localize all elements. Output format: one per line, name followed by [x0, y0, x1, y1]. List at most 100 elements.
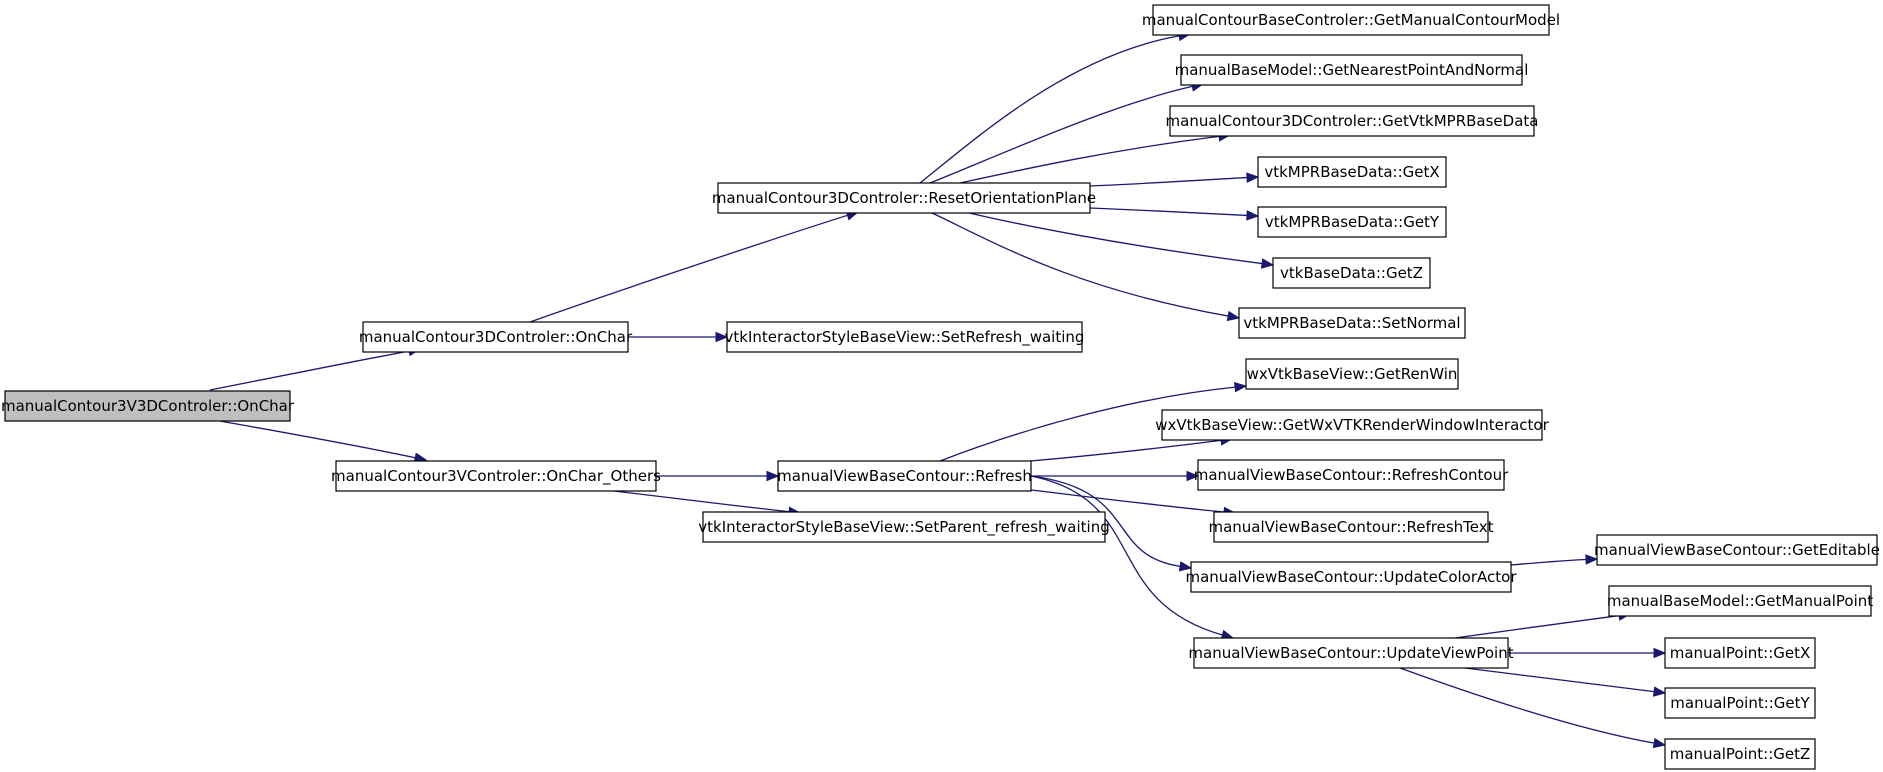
node-label: vtkBaseData::GetZ	[1280, 264, 1423, 282]
edge-refresh-to-viewpoint	[1030, 475, 1223, 636]
node-label: vtkMPRBaseData::SetNormal	[1243, 314, 1460, 332]
node-label: manualPoint::GetZ	[1670, 745, 1811, 763]
edge-viewpoint-to-manualpoint	[1454, 614, 1620, 639]
graph-node-colorActor[interactable]: manualViewBaseContour::UpdateColorActor	[1186, 561, 1518, 593]
node-label: manualViewBaseContour::UpdateColorActor	[1186, 568, 1518, 586]
arrowhead-icon	[1226, 310, 1241, 322]
edge-viewpoint-to-pz	[1399, 667, 1655, 744]
graph-node-resetplane[interactable]: manualContour3DControler::ResetOrientati…	[712, 182, 1096, 214]
node-box	[1180, 54, 1523, 86]
graph-node-wxinteractor[interactable]: wxVtkBaseView::GetWxVTKRenderWindowInter…	[1155, 409, 1550, 441]
edge-root-to-charothers	[219, 420, 416, 459]
graph-node-basez[interactable]: vtkBaseData::GetZ	[1272, 257, 1431, 289]
node-box	[777, 460, 1032, 492]
node-label: manualContour3V3DControler::OnChar	[1, 397, 295, 415]
node-label: manualContour3DControler::GetVtkMPRBaseD…	[1166, 112, 1539, 130]
arrowhead-icon	[1652, 686, 1667, 697]
edge-resetplane-to-mprx	[1089, 176, 1248, 187]
edge-resetplane-to-mpry	[1089, 207, 1248, 217]
node-label: manualContourBaseControler::GetManualCon…	[1142, 11, 1560, 29]
graph-node-setparent[interactable]: vtkInteractorStyleBaseView::SetParent_re…	[698, 511, 1110, 543]
node-box	[726, 321, 1083, 353]
edge-root-to-onchar3d	[209, 350, 410, 391]
edge-refresh-to-colorActor	[1030, 475, 1181, 567]
arrowhead-icon	[1653, 647, 1667, 659]
edge-onchar3d-to-resetplane	[529, 214, 848, 323]
node-label: manualViewBaseContour::RefreshContour	[1194, 466, 1509, 484]
node-box	[1193, 637, 1509, 669]
arrowhead-icon	[1186, 470, 1200, 482]
node-box	[1664, 738, 1816, 770]
node-label: wxVtkBaseView::GetRenWin	[1247, 365, 1458, 383]
graph-node-renwin[interactable]: wxVtkBaseView::GetRenWin	[1245, 358, 1459, 390]
arrowhead-icon	[1246, 172, 1260, 183]
graph-node-setnormal[interactable]: vtkMPRBaseData::SetNormal	[1238, 307, 1466, 339]
node-label: vtkMPRBaseData::GetX	[1264, 163, 1439, 181]
graph-node-refreshtext[interactable]: manualViewBaseContour::RefreshText	[1208, 511, 1494, 543]
node-label: manualViewBaseContour::UpdateViewPoint	[1188, 644, 1513, 662]
node-box	[1161, 409, 1543, 441]
node-label: manualBaseModel::GetNearestPointAndNorma…	[1175, 61, 1529, 79]
arrowhead-icon	[1234, 381, 1248, 393]
arrowhead-icon	[715, 331, 729, 343]
node-box	[1664, 637, 1816, 669]
graph-node-getmodel[interactable]: manualContourBaseControler::GetManualCon…	[1142, 4, 1560, 36]
node-box	[1238, 307, 1466, 339]
node-box	[1169, 105, 1535, 137]
node-layer: manualContour3V3DControler::OnCharmanual…	[1, 4, 1880, 770]
node-label: manualViewBaseContour::Refresh	[777, 467, 1032, 485]
node-box	[1213, 511, 1489, 543]
node-box	[1596, 534, 1878, 566]
node-box	[1257, 206, 1447, 238]
graph-node-viewpoint[interactable]: manualViewBaseContour::UpdateViewPoint	[1188, 637, 1514, 669]
node-label: manualContour3DControler::OnChar	[359, 328, 633, 346]
graph-node-editable[interactable]: manualViewBaseContour::GetEditable	[1594, 534, 1880, 566]
edge-resetplane-to-setnormal	[929, 211, 1229, 317]
graph-node-onchar3d[interactable]: manualContour3DControler::OnChar	[359, 321, 633, 353]
edge-layer	[209, 30, 1667, 749]
edge-resetplane-to-getmodel	[919, 35, 1180, 184]
node-box	[1608, 585, 1872, 617]
arrowhead-icon	[766, 470, 780, 482]
graph-node-mpry[interactable]: vtkMPRBaseData::GetY	[1257, 206, 1447, 238]
node-label: manualContour3VControler::OnChar_Others	[331, 467, 661, 486]
node-box	[1197, 459, 1505, 491]
graph-node-px[interactable]: manualPoint::GetX	[1664, 637, 1816, 669]
edge-resetplane-to-nearest	[929, 85, 1193, 184]
graph-node-setrefresh[interactable]: vtkInteractorStyleBaseView::SetRefresh_w…	[725, 321, 1085, 353]
node-label: manualPoint::GetY	[1670, 694, 1810, 712]
graph-node-manualpoint[interactable]: manualBaseModel::GetManualPoint	[1607, 585, 1873, 617]
node-box	[1245, 358, 1459, 390]
graph-node-root[interactable]: manualContour3V3DControler::OnChar	[1, 390, 295, 422]
graph-node-refresh[interactable]: manualViewBaseContour::Refresh	[777, 460, 1032, 492]
node-box	[702, 511, 1106, 543]
graph-node-charothers[interactable]: manualContour3VControler::OnChar_Others	[331, 460, 661, 492]
graph-node-pz[interactable]: manualPoint::GetZ	[1664, 738, 1816, 770]
edge-resetplane-to-basez	[964, 211, 1263, 265]
graph-node-refreshcontour[interactable]: manualViewBaseContour::RefreshContour	[1194, 459, 1509, 491]
node-label: manualViewBaseContour::RefreshText	[1208, 518, 1493, 536]
node-box	[717, 182, 1091, 214]
node-box	[1664, 687, 1816, 719]
node-box	[1152, 4, 1550, 36]
arrowhead-icon	[1178, 561, 1193, 572]
node-label: manualPoint::GetX	[1670, 644, 1811, 662]
graph-node-getmpr[interactable]: manualContour3DControler::GetVtkMPRBaseD…	[1166, 105, 1539, 137]
node-label: manualViewBaseContour::GetEditable	[1594, 541, 1880, 559]
graph-node-nearest[interactable]: manualBaseModel::GetNearestPointAndNorma…	[1175, 54, 1529, 86]
arrowhead-icon	[1652, 737, 1667, 749]
arrowhead-icon	[1585, 554, 1599, 565]
node-box	[1190, 561, 1512, 593]
graph-node-py[interactable]: manualPoint::GetY	[1664, 687, 1816, 719]
graph-node-mprx[interactable]: vtkMPRBaseData::GetX	[1257, 156, 1447, 188]
arrowhead-icon	[1260, 258, 1275, 269]
node-box	[362, 321, 629, 353]
node-box	[1257, 156, 1447, 188]
node-box	[335, 460, 657, 492]
node-label: vtkInteractorStyleBaseView::SetRefresh_w…	[725, 328, 1085, 347]
node-label: wxVtkBaseView::GetWxVTKRenderWindowInter…	[1155, 416, 1549, 434]
edge-refresh-to-wxinteractor	[1029, 439, 1222, 462]
node-label: vtkInteractorStyleBaseView::SetParent_re…	[698, 518, 1110, 537]
edge-refresh-to-renwin	[939, 386, 1236, 462]
arrowhead-icon	[1246, 210, 1260, 221]
